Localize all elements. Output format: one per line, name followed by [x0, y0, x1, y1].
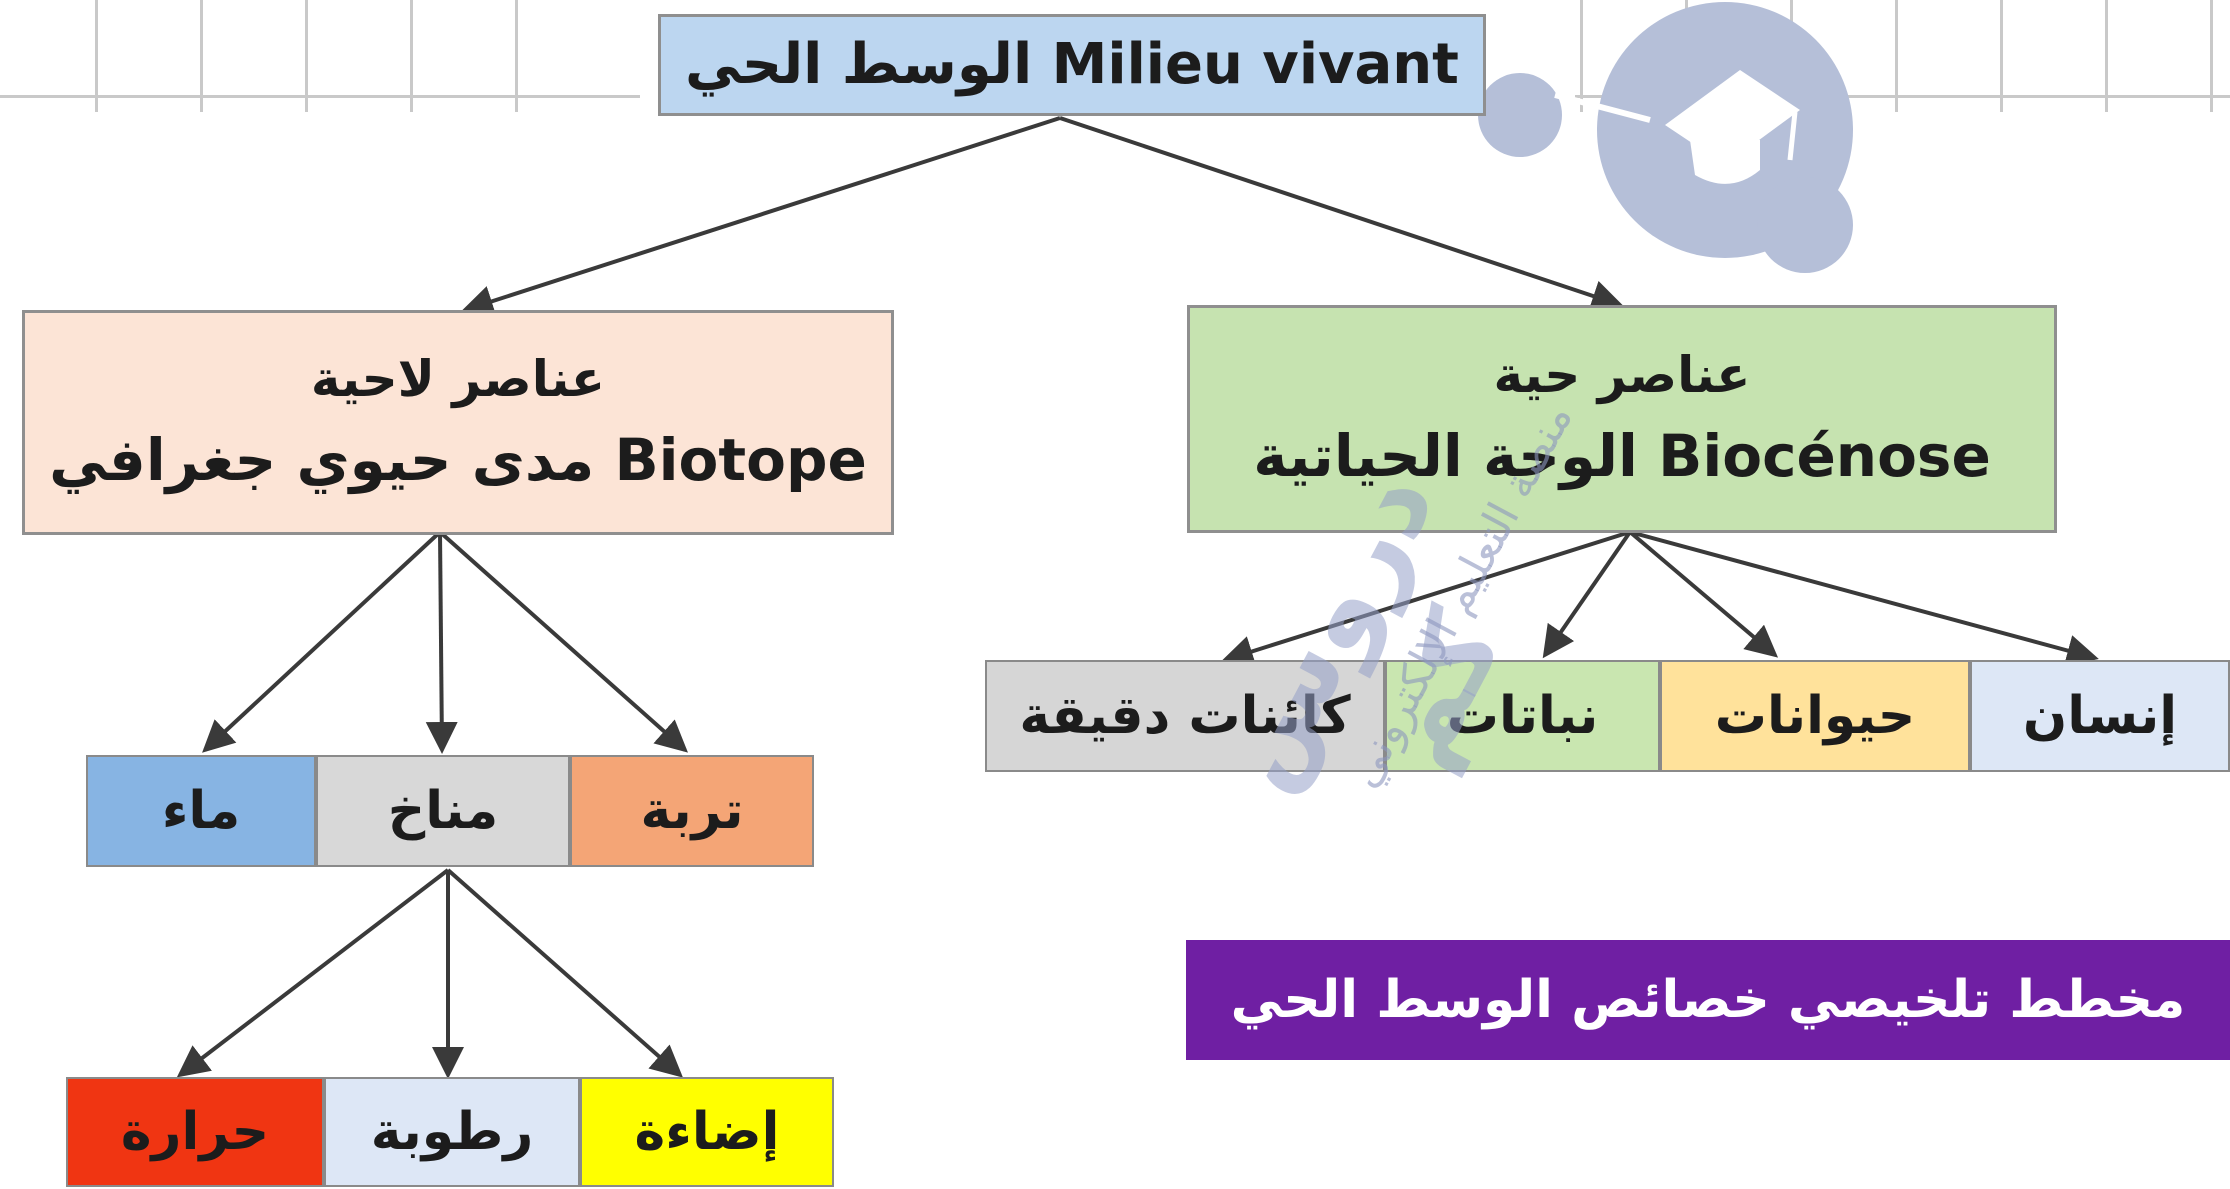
node-soil-label: تربة [640, 781, 744, 841]
node-climate: مناخ [316, 755, 570, 867]
root-label: الوسط الحي Milieu vivant [685, 32, 1459, 97]
node-animals: حيوانات [1660, 660, 1970, 772]
node-microbes: كائنات دقيقة [985, 660, 1385, 772]
root-node: الوسط الحي Milieu vivant [658, 14, 1486, 116]
node-heat-label: حرارة [120, 1102, 270, 1162]
arrow-biocenose-animals [1628, 530, 1779, 658]
node-light-label: إضاءة [634, 1102, 780, 1162]
node-microbes-label: كائنات دقيقة [1019, 686, 1351, 746]
node-climate-label: مناخ [387, 781, 499, 841]
node-humidity-label: رطوبة [370, 1102, 534, 1162]
arrow-climate-heat [176, 868, 450, 1078]
node-human-label: إنسان [2022, 686, 2178, 746]
biocenose-line2: الوحة الحياتية Biocénose [1253, 422, 1991, 490]
biocenose-line1: عناصر حية [1493, 346, 1751, 404]
arrow-climate-light [446, 868, 683, 1078]
node-water: ماء [86, 755, 316, 867]
node-animals-label: حيوانات [1714, 686, 1916, 746]
biotope-node: عناصر لاحية مدى حيوي جغرافي Biotope [22, 310, 894, 535]
arrow-biotope-water [202, 530, 442, 753]
biotope-line2: مدى حيوي جغرافي Biotope [49, 425, 867, 494]
node-humidity: رطوبة [324, 1077, 580, 1187]
arrow-biocenose-microbes [1221, 530, 1631, 667]
node-heat: حرارة [66, 1077, 324, 1187]
arrow-root-biocenose [1059, 116, 1624, 312]
node-plants: نباتات [1385, 660, 1660, 772]
summary-banner: مخطط تلخيصي خصائص الوسط الحي [1186, 940, 2230, 1060]
node-plants-label: نباتات [1446, 686, 1599, 746]
biotope-line1: عناصر لاحية [310, 349, 606, 408]
arrow-root-biotope [461, 116, 1061, 317]
arrow-biocenose-human [1629, 530, 2099, 667]
node-human: إنسان [1970, 660, 2230, 772]
arrow-biotope-soil [438, 530, 688, 753]
biocenose-node: عناصر حية الوحة الحياتية Biocénose [1187, 305, 2057, 533]
arrow-biocenose-plants [1542, 530, 1632, 659]
watermark-text: دروس كم منصة التعليم الإلكتروني [1140, 300, 1660, 920]
node-soil: تربة [570, 755, 814, 867]
arrow-biotope-climate [425, 531, 458, 754]
node-light: إضاءة [580, 1077, 834, 1187]
graduation-cap-icon [1478, 2, 1853, 273]
node-water-label: ماء [161, 781, 241, 841]
summary-label: مخطط تلخيصي خصائص الوسط الحي [1230, 970, 2186, 1030]
